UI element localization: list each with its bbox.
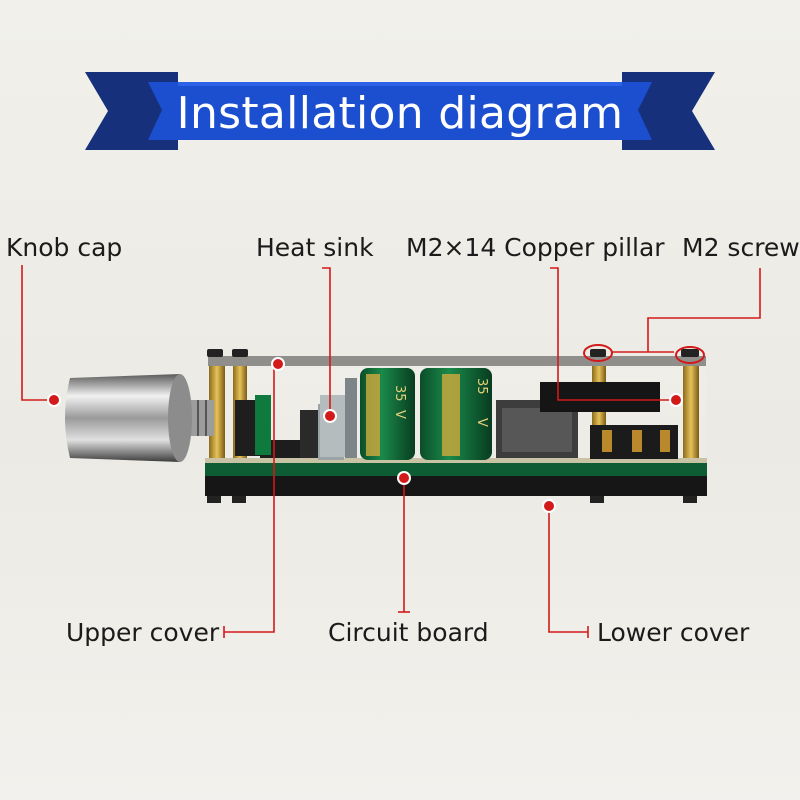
lower-cover-part (205, 476, 707, 503)
copper-pillar-leader (550, 267, 676, 401)
heat-sink-dot (323, 409, 337, 423)
heat-sink-part (320, 378, 357, 458)
title-banner (0, 0, 800, 180)
copper-pillar-label: M2×14 Copper pillar (406, 233, 665, 262)
copper-pillar-dot (669, 393, 683, 407)
circuit-board-dot (397, 471, 411, 485)
heat-sink-leader (322, 267, 331, 416)
capacitor-mark: V (392, 410, 407, 419)
upper-cover-label: Upper cover (66, 618, 220, 647)
lower-cover-label: Lower cover (597, 618, 750, 647)
circuit-board-label: Circuit board (328, 618, 489, 647)
capacitor-mark: 35 (392, 385, 407, 402)
inductor-and-connectors (496, 382, 678, 459)
capacitors: 35 V 35 V (360, 368, 492, 460)
m2-screw-label: M2 screw (682, 233, 800, 262)
knob-cap-label: Knob cap (6, 233, 123, 262)
capacitor-mark: V (474, 418, 489, 427)
lower-cover-leader (548, 506, 588, 633)
callout-dots (47, 357, 683, 513)
screw-highlights (583, 344, 705, 364)
capacitor-mark: 35 (474, 378, 489, 395)
banner-ribbon (85, 72, 715, 150)
screw-heads (207, 349, 699, 357)
knob-cap-part (65, 374, 214, 462)
diagram-title: Installation diagram (176, 88, 624, 139)
lower-cover-dot (542, 499, 556, 513)
knob-cap-dot (47, 393, 61, 407)
m2-screw-leader (647, 268, 761, 352)
upper-cover-dot (271, 357, 285, 371)
heat-sink-label: Heat sink (256, 233, 374, 262)
knob-cap-leader (21, 265, 54, 401)
